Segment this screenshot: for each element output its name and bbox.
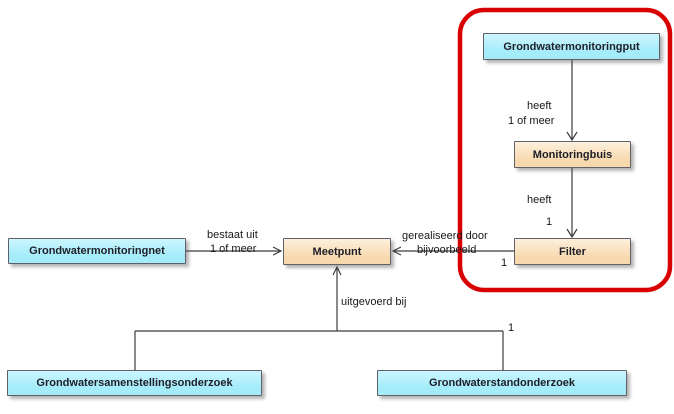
edge-multiplicity-label: 1	[508, 322, 515, 334]
node-grondwatermonitoringput: Grondwatermonitoringput	[483, 33, 660, 60]
edge-multiplicity-label: 1	[546, 216, 553, 228]
edge-role-label: gerealiseerd door	[402, 230, 488, 242]
edge-multiplicity-label: 1	[501, 257, 508, 269]
node-label: Filter	[559, 245, 586, 258]
edge-multiplicity-label: 1 of meer	[210, 243, 257, 255]
node-filter: Filter	[514, 238, 631, 265]
node-grondwaterstandonderzoek: Grondwaterstandonderzoek	[377, 370, 627, 396]
edge-note-label: bijvoorbeeld	[417, 244, 477, 256]
node-label: Grondwatermonitoringnet	[29, 245, 165, 257]
edge-buis-to-filter-line	[566, 168, 578, 239]
node-grondwatermonitoringnet: Grondwatermonitoringnet	[8, 238, 186, 264]
edge-role-label: uitgevoerd bij	[341, 296, 407, 308]
node-label: Meetpunt	[312, 245, 362, 258]
edge-role-label: heeft	[527, 100, 552, 112]
node-meetpunt: Meetpunt	[283, 238, 391, 265]
node-monitoringbuis: Monitoringbuis	[514, 141, 631, 168]
edge-put-to-buis-line	[566, 60, 578, 142]
node-label: Grondwatersamenstellingsonderzoek	[36, 377, 233, 389]
edge-onderzoeken-to-meetpunt-line	[134, 265, 504, 370]
edge-role-label: heeft	[527, 194, 552, 206]
edge-role-label: bestaat uit	[207, 229, 258, 241]
node-grondwatersamenstellingsonderzoek: Grondwatersamenstellingsonderzoek	[7, 370, 262, 396]
node-label: Monitoringbuis	[532, 148, 613, 161]
node-label: Grondwaterstandonderzoek	[428, 377, 576, 389]
node-label: Grondwatermonitoringput	[503, 40, 640, 53]
edge-multiplicity-label: 1 of meer	[508, 115, 555, 127]
